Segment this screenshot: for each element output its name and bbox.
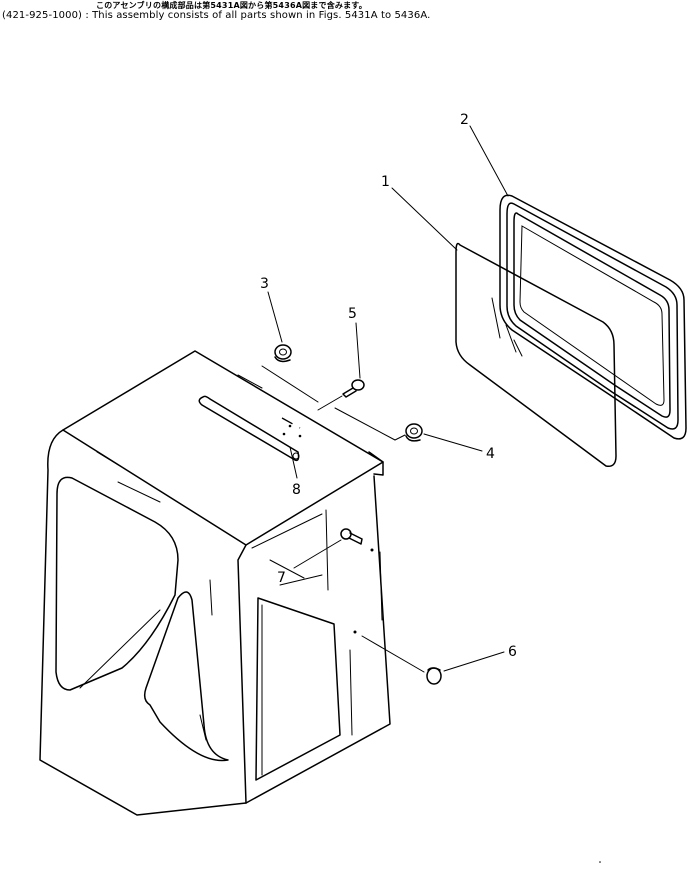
glass-reflection-c [513, 339, 523, 357]
grommet-4-hole [410, 427, 418, 435]
seal-inner-lip [519, 225, 665, 406]
handrail-part-8 [198, 395, 300, 462]
assembly-note-japanese: このアセンブリの構成部品は第5431A図から第5436A図まで含みます。 [96, 1, 367, 10]
assembly-description: This assembly consists of all parts show… [92, 10, 431, 21]
glass-pane [455, 242, 617, 468]
callout-5: 5 [348, 306, 357, 322]
guide-grommet-3 [261, 365, 319, 403]
cab-rear-pillar [245, 475, 391, 804]
cab-front-pillar [237, 544, 247, 804]
cab-left-side [39, 429, 247, 816]
grommet-3-body [274, 344, 292, 360]
window-seal-part-2 [499, 194, 687, 440]
leader-8 [289, 446, 298, 479]
grommet-4-body [405, 423, 423, 439]
cab-side-inner-line-a [117, 481, 161, 503]
cab-roof-mark-a [96, 451, 121, 467]
cab-side-inner-line-d [199, 714, 207, 741]
leader-6 [443, 651, 505, 672]
cab-roof-mark-b [237, 374, 263, 389]
plug-6-rim [427, 667, 441, 671]
leader-2 [469, 125, 509, 197]
assembly-code-separator: : [85, 10, 89, 21]
bolt-part-5 [342, 379, 365, 398]
grommet-3-flange [274, 356, 291, 363]
leader-5 [355, 322, 361, 379]
leader-1 [391, 187, 458, 251]
bolt-part-7 [340, 528, 374, 552]
cab-front-opening-mid [269, 559, 305, 579]
plug-6-hole-mark [353, 630, 357, 634]
grommet-4-flange [405, 435, 421, 442]
bolt-5-head [351, 379, 365, 391]
guide-hole-a [288, 424, 292, 428]
leader-lines [267, 125, 509, 672]
grommet-3-hole [279, 348, 287, 356]
seal-middle [506, 202, 679, 430]
cab-rear-inner-post2 [349, 649, 353, 736]
cab-side-inner-line-b [79, 609, 161, 689]
guide-hole-c [298, 434, 302, 438]
guide-bolt-5 [317, 395, 343, 411]
cab-front-opening-top [251, 513, 323, 549]
callout-2: 2 [460, 112, 469, 128]
glass-reflection-a [491, 297, 501, 339]
glass-reflection-b [505, 324, 517, 353]
callout-6: 6 [508, 644, 517, 660]
cab-rear-inner-post [325, 509, 329, 591]
leader-7 [293, 539, 342, 569]
cab-body [39, 350, 391, 816]
guide-hole-b [282, 432, 286, 436]
plug-6-body [426, 667, 442, 685]
cab-front-opening-mid2 [279, 574, 323, 586]
bolt-5-shank [342, 387, 357, 398]
seal-outer [499, 194, 687, 440]
seal-inner [513, 212, 671, 418]
cab-front-opening [255, 597, 341, 781]
callout-1: 1 [381, 174, 390, 190]
callout-4: 4 [486, 446, 495, 462]
page-header: このアセンブリの構成部品は第5431A図から第5436A図まで含みます。 (42… [0, 0, 689, 26]
handrail [198, 395, 300, 462]
cab-roof-outline [62, 350, 384, 546]
leader-3 [267, 291, 283, 343]
callout-labels: 1 2 3 4 5 6 7 8 [260, 112, 517, 660]
grommet-part-3 [274, 344, 292, 363]
handrail-end-mount [292, 452, 300, 460]
cab-side-inner-line-c [209, 579, 213, 616]
callout-3: 3 [260, 276, 269, 292]
grommet-part-4 [405, 423, 423, 442]
guide-grommet-4 [334, 407, 406, 441]
guide-dash-a [281, 417, 301, 429]
bolt-7-hole-mark [370, 548, 374, 552]
glass-part-1 [455, 242, 617, 468]
callout-8: 8 [292, 482, 301, 498]
callout-7: 7 [277, 570, 286, 586]
bolt-7-shank [348, 532, 363, 545]
cab-roof-edge [368, 451, 384, 476]
leader-4 [423, 433, 483, 452]
cab-left-window-lower [143, 591, 229, 762]
scan-speck [599, 861, 601, 863]
assembly-code: (421-925-1000) [2, 10, 83, 21]
assembly-note-english: (421-925-1000) : This assembly consists … [2, 10, 430, 21]
cab-left-window [55, 476, 179, 691]
guide-plug-6 [361, 635, 425, 673]
cab-rear-inner-post3 [379, 551, 383, 621]
plug-part-6 [353, 630, 442, 685]
assembly-guide-lines [261, 365, 425, 673]
